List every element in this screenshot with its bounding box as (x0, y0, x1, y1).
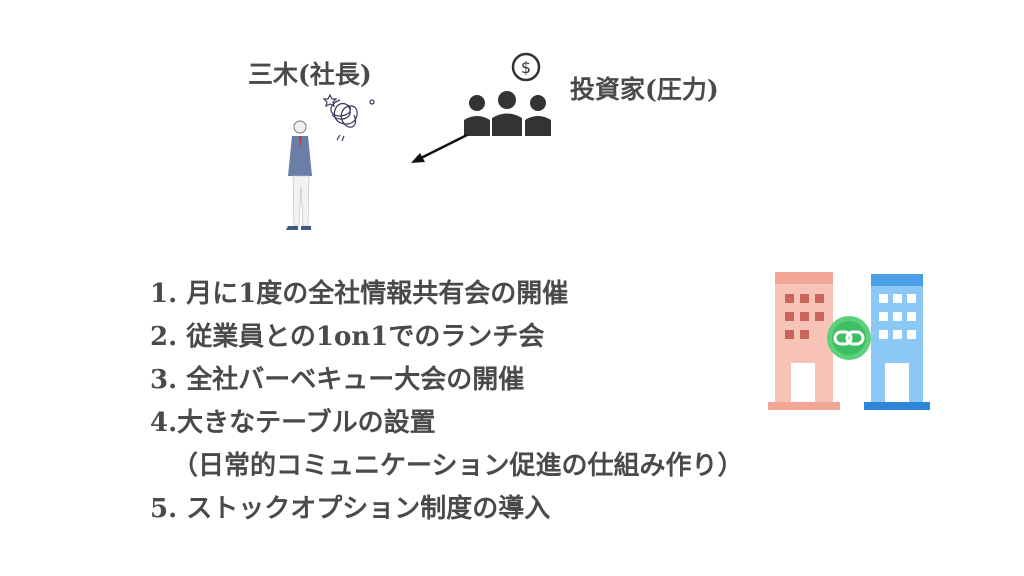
measures-list: 1. 月に1度の全社情報共有会の開催 2. 従業員との1on1でのランチ会 3.… (150, 273, 743, 531)
measure-item: 1. 月に1度の全社情報共有会の開催 (150, 279, 569, 309)
investors-label: 投資家(圧力) (570, 75, 719, 104)
measure-item: 4.大きなテーブルの設置 (150, 408, 436, 438)
investors-icon: $ (464, 52, 551, 136)
dollar-speech-bubble-icon: $ (511, 52, 541, 82)
svg-text:$: $ (521, 58, 531, 77)
stress-scribble-icon (322, 93, 375, 142)
pressure-arrow (411, 133, 468, 163)
building-right-icon (864, 274, 930, 410)
measure-item-note: （日常的コミュニケーション促進の仕組み作り） (172, 451, 744, 481)
building-left-icon (768, 272, 840, 410)
link-icon (827, 316, 871, 360)
linked-buildings-icon (768, 272, 930, 410)
ceo-label: 三木(社長) (248, 60, 372, 89)
measure-item: 3. 全社バーベキュー大会の開催 (150, 365, 525, 395)
measure-item: 5. ストックオプション制度の導入 (150, 494, 551, 524)
stressed-ceo-illustration (286, 93, 375, 230)
measure-item: 2. 従業員との1on1でのランチ会 (150, 322, 545, 352)
